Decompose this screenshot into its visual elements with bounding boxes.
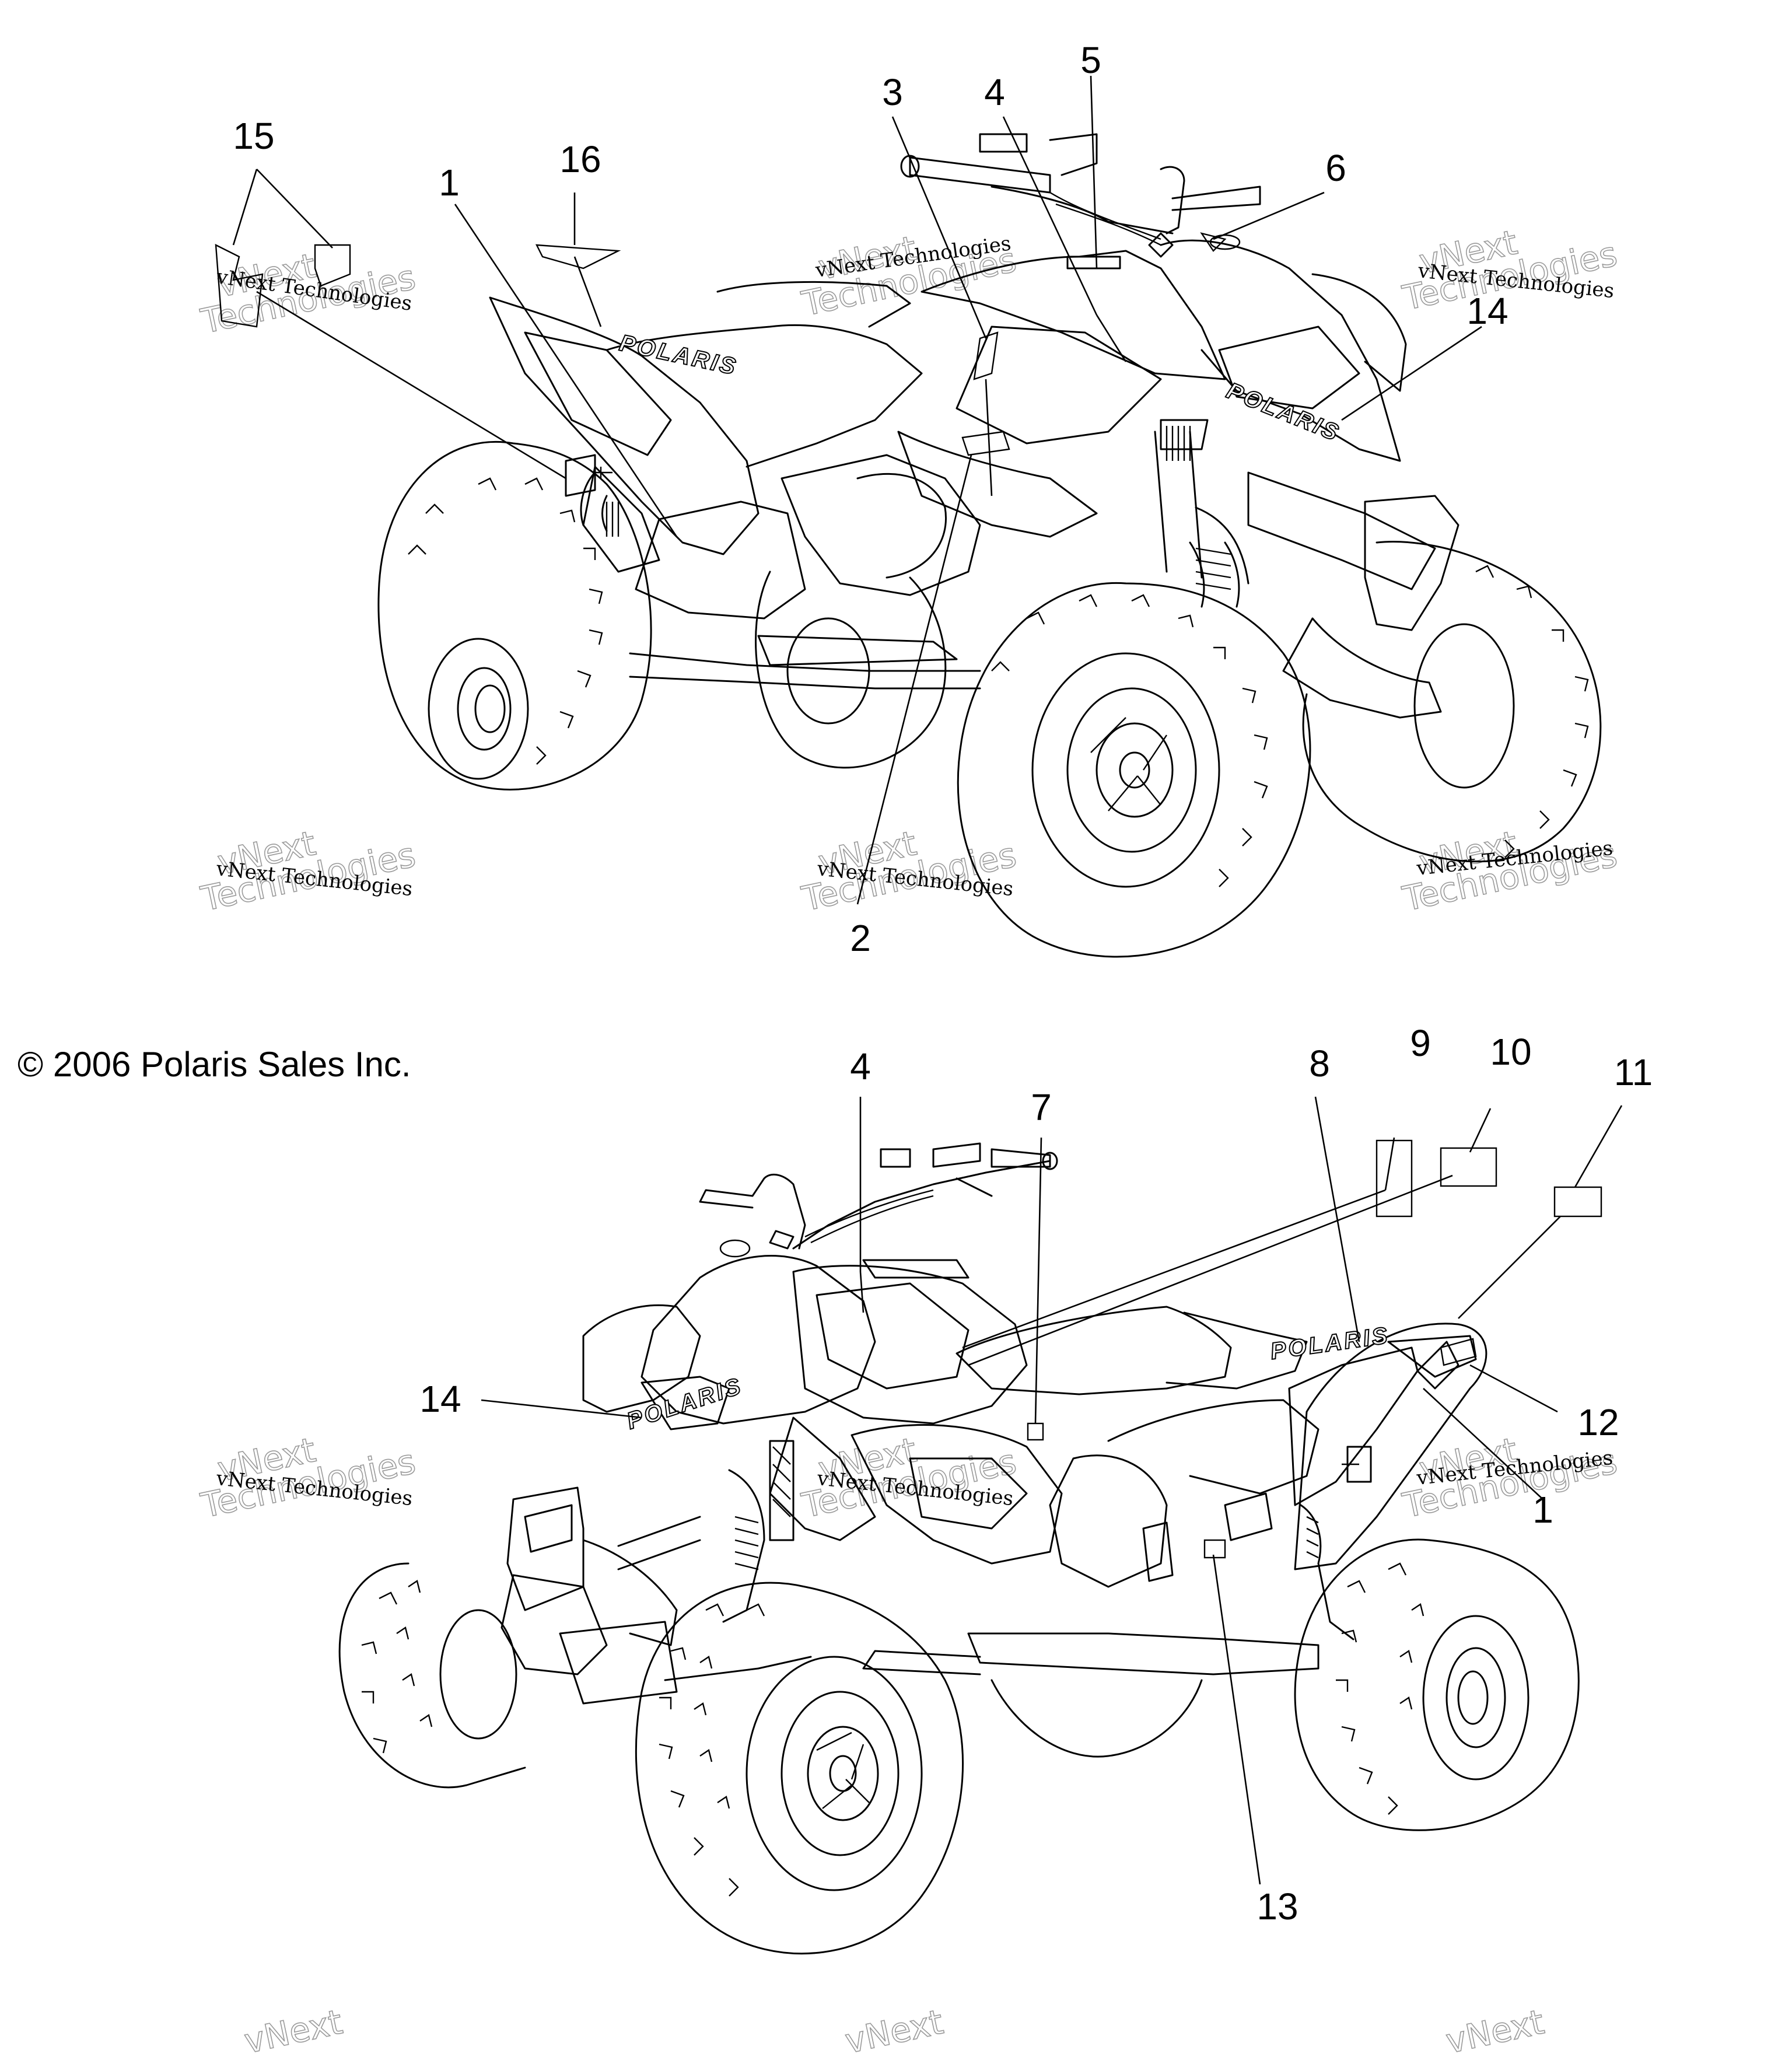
callout-9: 9 xyxy=(1410,1022,1431,1064)
leader-lines-top xyxy=(232,75,1482,905)
leader-lines-bottom xyxy=(481,1096,1623,1885)
decal-9 xyxy=(1376,1139,1413,1218)
callout-11: 11 xyxy=(1614,1051,1653,1093)
callout-4: 4 xyxy=(984,71,1005,113)
copyright-notice: © 2006 Polaris Sales Inc. xyxy=(18,1045,411,1084)
brand-decal: POLARIS xyxy=(1223,378,1344,447)
decal-6 xyxy=(1200,232,1227,252)
callout-15: 15 xyxy=(233,115,274,157)
decal-7 xyxy=(1027,1422,1044,1441)
watermarks: vNext Technologies vNext Technologies vN… xyxy=(197,222,1621,2057)
callout-10: 10 xyxy=(1490,1031,1531,1073)
callout-12: 12 xyxy=(1577,1401,1619,1443)
svg-text:vNext: vNext xyxy=(1443,2002,1548,2057)
callout-1: 1 xyxy=(439,162,460,204)
callout-5: 5 xyxy=(1080,39,1101,81)
callout-14: 14 xyxy=(419,1378,461,1420)
brand-decal: POLARIS xyxy=(617,330,740,380)
decal-12 xyxy=(1440,1338,1477,1366)
atv-body xyxy=(501,1255,1488,1705)
callout-4: 4 xyxy=(850,1045,871,1087)
decal-16 xyxy=(535,244,621,270)
callout-6: 6 xyxy=(1325,147,1346,189)
decal-3 xyxy=(973,331,999,380)
atv-top-view: POLARIS POLARIS 15 16 1 xyxy=(215,39,1602,959)
decal-2 xyxy=(961,431,1010,456)
wheel-front-near xyxy=(635,1582,964,1955)
shock-bracket xyxy=(565,454,596,497)
decal-10 xyxy=(1440,1147,1497,1187)
wheel-rear xyxy=(377,440,652,790)
decal-15 xyxy=(215,243,351,328)
callout-16: 16 xyxy=(559,138,601,180)
wheel-rear xyxy=(1294,1538,1580,1831)
decal-13 xyxy=(1203,1539,1226,1559)
decal-11 xyxy=(1553,1186,1602,1218)
callout-2: 2 xyxy=(850,917,871,959)
handlebars xyxy=(699,1142,1058,1258)
callout-3: 3 xyxy=(882,71,903,113)
svg-text:vNext: vNext xyxy=(842,2002,947,2057)
callout-8: 8 xyxy=(1309,1043,1330,1085)
wheel-front-far xyxy=(1302,541,1602,863)
wheel-front-far xyxy=(338,1562,526,1789)
wheel-rear-far xyxy=(991,1679,1203,1758)
atv-body xyxy=(489,239,1460,719)
callout-1: 1 xyxy=(1532,1489,1553,1531)
svg-text:vNext: vNext xyxy=(241,2002,346,2057)
handlebars xyxy=(900,133,1261,270)
callout-14: 14 xyxy=(1466,290,1508,332)
callout-13: 13 xyxy=(1256,1885,1298,1927)
callout-7: 7 xyxy=(1031,1086,1052,1128)
